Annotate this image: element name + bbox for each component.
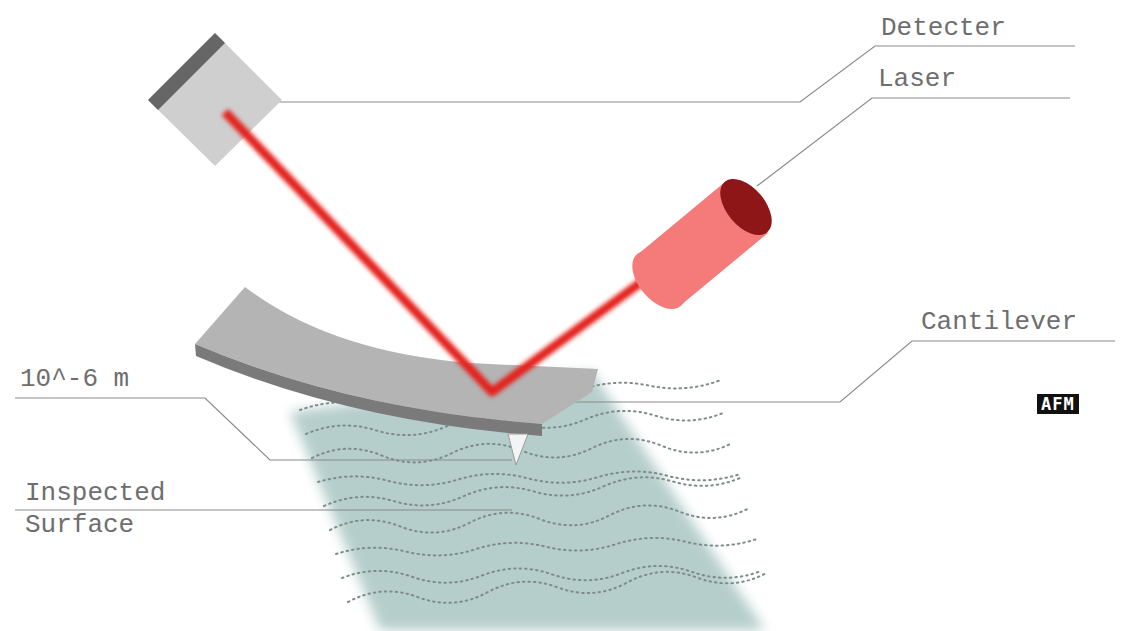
part-label: Inspected Surface — [25, 477, 195, 541]
probe-tip — [508, 434, 528, 465]
texture-stroke — [342, 564, 762, 584]
part-label: Laser — [878, 63, 956, 95]
texture-stroke — [330, 500, 750, 538]
watermark: AFM — [1037, 394, 1079, 414]
laser-beam — [225, 112, 655, 392]
texture-stroke — [318, 470, 738, 487]
part-label: Detecter — [881, 12, 1006, 44]
texture-stroke — [336, 534, 756, 559]
texture-stroke — [324, 470, 744, 512]
detector-face — [148, 33, 225, 110]
laser-source — [622, 170, 782, 319]
texture-stroke — [347, 565, 767, 610]
dimension-label: 10^-6 m — [20, 363, 129, 395]
part-label: Cantilever — [921, 306, 1077, 338]
